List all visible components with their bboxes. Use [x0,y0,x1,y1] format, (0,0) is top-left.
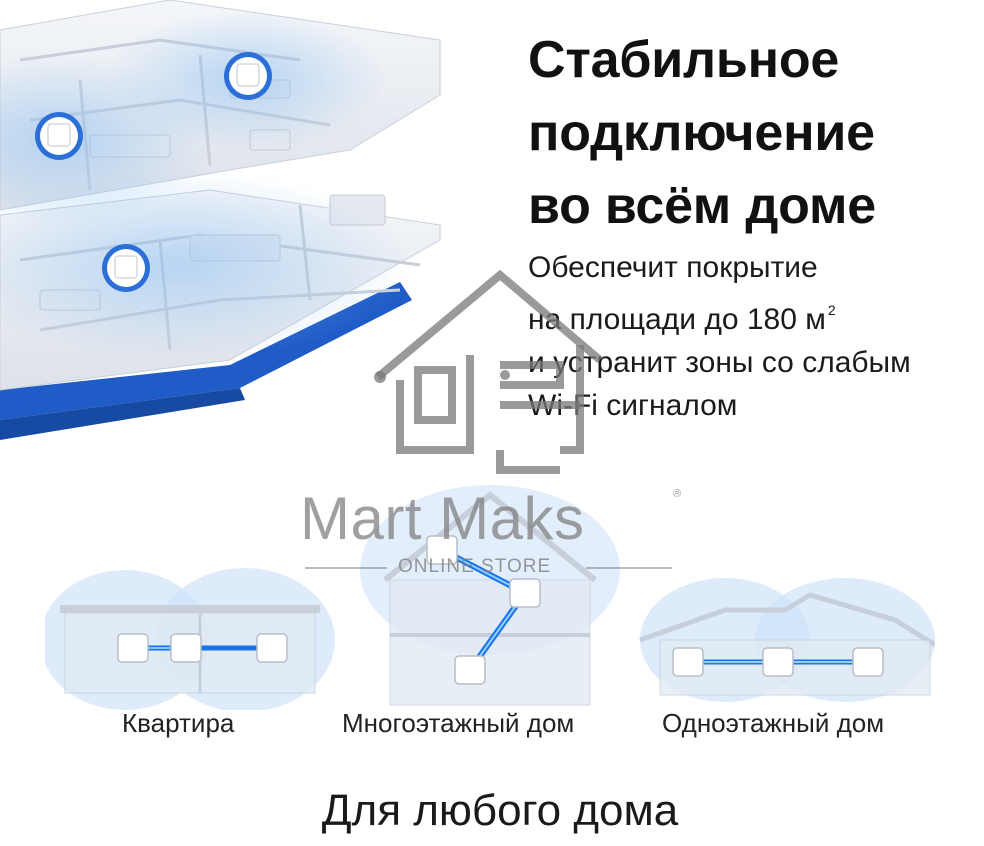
watermark-subtitle: ONLINE STORE [398,556,552,577]
watermark-brand: Mart Maks [300,485,585,552]
headline-line-3: во всём доме [528,177,876,235]
description-line-3: и устранит зоны со слабым [528,346,911,379]
footer-title: Для любого дома [321,786,679,835]
description-line-1: Обеспечит покрытие [528,251,818,284]
headline: Стабильное подключение во всём доме [528,24,968,243]
hero-floorplan-illustration [0,0,441,440]
watermark-registered-mark: ® [673,488,682,500]
caption-apartment: Квартира [122,708,235,738]
area-unit-superscript: 2 [827,302,836,318]
single-story-house-illustration [639,578,935,702]
watermark-divider-right [586,567,672,569]
description-line-4: Wi-Fi сигналом [528,389,738,422]
watermark-divider-left [305,567,387,569]
description-line-2-text: на площади до 180 м [528,303,826,336]
caption-multistory-house: Многоэтажный дом [342,708,575,738]
headline-line-2: подключение [528,104,875,162]
headline-line-1: Стабильное [528,31,840,89]
multistory-house-illustration [360,485,620,706]
caption-single-story-house: Одноэтажный дом [662,708,885,738]
apartment-illustration [45,568,335,710]
